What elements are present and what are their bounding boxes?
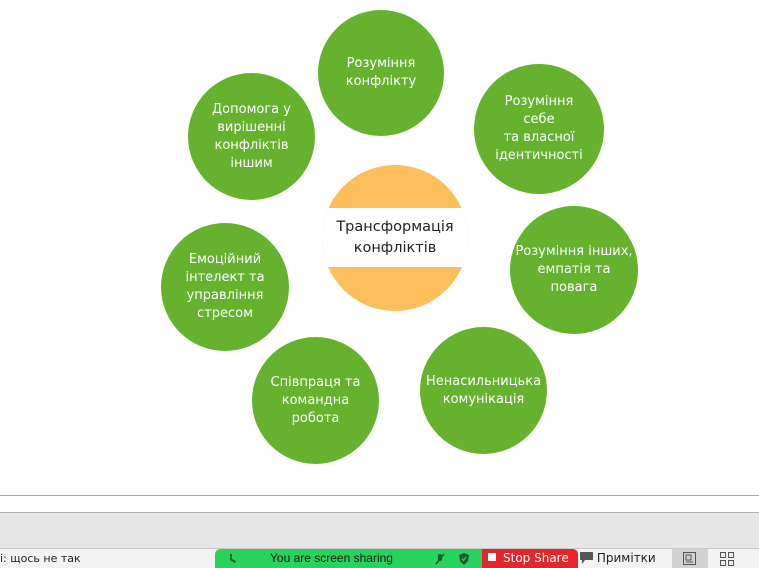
normal-view-button[interactable]: [672, 549, 708, 568]
divider: [0, 495, 759, 496]
stop-icon: [488, 553, 496, 561]
sharing-label: You are screen sharing: [270, 551, 393, 565]
node-emotional-intelligence: Емоційний інтелект та управління стресом: [161, 223, 289, 351]
mic-muted-icon[interactable]: [435, 553, 445, 565]
node-helping-others: Допомога у вирішенні конфліктів іншим: [188, 73, 315, 200]
comment-icon: [580, 552, 593, 564]
screen-sharing-bar: You are screen sharing: [215, 549, 482, 568]
notes-label: Примітки: [596, 551, 656, 565]
node-cooperation-teamwork: Співпраця та командна робота: [252, 337, 379, 464]
slide-sorter-icon[interactable]: [720, 552, 734, 566]
center-node: Трансформація конфліктів: [322, 165, 468, 311]
stop-share-label: Stop Share: [503, 551, 569, 565]
shield-icon[interactable]: [459, 553, 469, 565]
pin-icon[interactable]: [227, 553, 237, 564]
notes-button[interactable]: Примітки: [580, 551, 656, 565]
normal-view-icon: [683, 552, 696, 565]
node-understanding-others: Розуміння інших, емпатія та повага: [510, 206, 638, 334]
stop-share-button[interactable]: Stop Share: [482, 549, 578, 568]
node-understanding-self: Розуміння себе та власної ідентичності: [474, 64, 604, 194]
notes-pane[interactable]: [0, 496, 759, 513]
center-label: Трансформація конфліктів: [322, 208, 468, 267]
node-nonviolent-communication: Ненасильницька комунікація: [420, 327, 547, 454]
status-text: і: щось не так: [0, 552, 81, 565]
toolbar-area: [0, 513, 759, 549]
node-understanding-conflict: Розуміння конфлікту: [318, 10, 444, 136]
slide-canvas: Розуміння конфлікту Розуміння себе та вл…: [161, 10, 638, 464]
